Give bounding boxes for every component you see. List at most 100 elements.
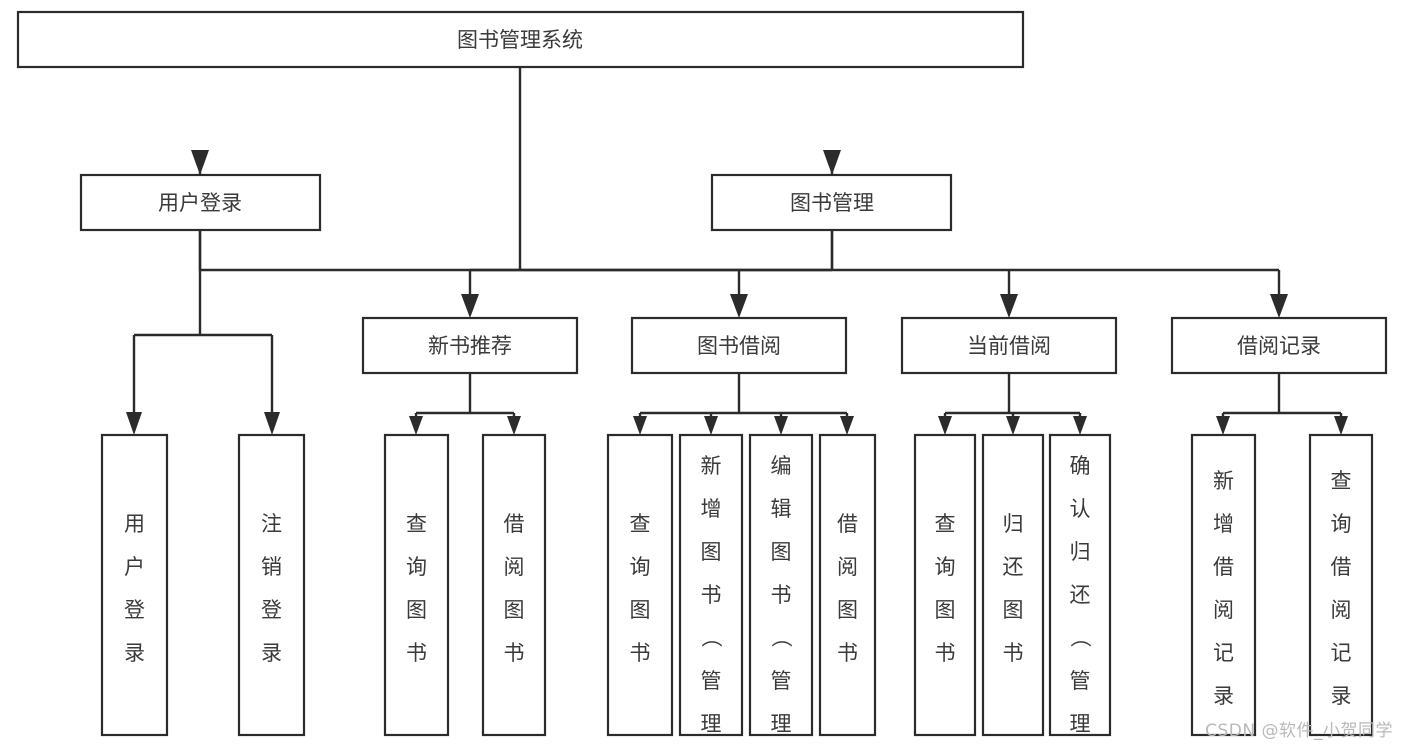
svg-text:归: 归 xyxy=(1070,540,1091,564)
svg-text:借: 借 xyxy=(504,512,525,536)
svg-text:图: 图 xyxy=(630,598,651,622)
svg-text:编: 编 xyxy=(771,454,792,478)
svg-text:理: 理 xyxy=(771,712,792,736)
node-new-book-recommend-label: 新书推荐 xyxy=(428,334,512,358)
node-book-management-label: 图书管理 xyxy=(790,191,874,215)
connector-records-children xyxy=(1216,373,1348,435)
svg-text:还: 还 xyxy=(1070,583,1091,607)
svg-text:借: 借 xyxy=(837,512,858,536)
svg-text:书: 书 xyxy=(837,641,858,665)
connector-bookmgmt-children xyxy=(461,230,1288,318)
svg-text:增: 增 xyxy=(701,497,722,521)
connector-borrow-children xyxy=(633,373,854,435)
svg-text:新: 新 xyxy=(701,454,722,478)
svg-text:图: 图 xyxy=(771,540,792,564)
svg-text:录: 录 xyxy=(124,641,145,665)
svg-text:（: （ xyxy=(1068,627,1092,648)
svg-text:新: 新 xyxy=(1213,469,1234,493)
node-leaf-query-borrow-record[interactable] xyxy=(1308,433,1374,737)
svg-text:录: 录 xyxy=(1331,684,1352,708)
node-borrow-records[interactable]: 借阅记录 xyxy=(1170,316,1388,375)
svg-text:阅: 阅 xyxy=(837,555,858,579)
svg-text:书: 书 xyxy=(630,641,651,665)
svg-text:归: 归 xyxy=(1003,512,1024,536)
node-root[interactable]: 图书管理系统 xyxy=(16,10,1025,69)
node-new-book-recommend[interactable]: 新书推荐 xyxy=(361,316,579,375)
svg-text:书: 书 xyxy=(771,583,792,607)
svg-text:销: 销 xyxy=(261,555,282,579)
svg-text:认: 认 xyxy=(1070,497,1091,521)
svg-text:户: 户 xyxy=(124,555,145,579)
svg-text:阅: 阅 xyxy=(1213,598,1234,622)
svg-text:阅: 阅 xyxy=(1331,598,1352,622)
svg-text:管: 管 xyxy=(771,669,792,693)
svg-text:询: 询 xyxy=(630,555,651,579)
svg-text:图: 图 xyxy=(406,598,427,622)
svg-text:录: 录 xyxy=(261,641,282,665)
node-leaf-query-book-3[interactable] xyxy=(913,433,977,737)
connector-current-children xyxy=(938,373,1087,435)
svg-text:图: 图 xyxy=(504,598,525,622)
leaf-label-user-login: 用户登录 xyxy=(124,512,145,665)
svg-text:管: 管 xyxy=(701,669,722,693)
node-leaf-borrow-book-2[interactable] xyxy=(818,433,877,737)
svg-text:理: 理 xyxy=(701,712,722,736)
node-leaf-logout[interactable] xyxy=(237,433,306,737)
svg-text:（: （ xyxy=(769,627,793,648)
node-leaf-return-book[interactable] xyxy=(981,433,1045,737)
svg-text:确: 确 xyxy=(1070,454,1091,478)
svg-text:图: 图 xyxy=(935,598,956,622)
node-current-borrow[interactable]: 当前借阅 xyxy=(900,316,1118,375)
node-leaf-confirm-return-admin[interactable] xyxy=(1048,433,1112,737)
node-leaf-query-book-1[interactable] xyxy=(383,433,450,737)
connector-newbook-children xyxy=(409,373,521,435)
node-current-borrow-label: 当前借阅 xyxy=(967,334,1051,358)
svg-text:管: 管 xyxy=(1070,669,1091,693)
svg-text:书: 书 xyxy=(701,583,722,607)
node-leaf-query-book-2[interactable] xyxy=(606,433,674,737)
node-user-login-label: 用户登录 xyxy=(158,191,242,215)
svg-text:书: 书 xyxy=(935,641,956,665)
svg-text:用: 用 xyxy=(124,512,145,536)
node-leaf-add-borrow-record[interactable] xyxy=(1190,433,1257,737)
svg-text:借: 借 xyxy=(1331,555,1352,579)
svg-text:录: 录 xyxy=(1213,684,1234,708)
svg-text:增: 增 xyxy=(1213,512,1234,536)
svg-text:记: 记 xyxy=(1331,641,1352,665)
svg-text:图: 图 xyxy=(837,598,858,622)
svg-text:借: 借 xyxy=(1213,555,1234,579)
node-book-borrow[interactable]: 图书借阅 xyxy=(630,316,848,375)
svg-text:书: 书 xyxy=(1003,641,1024,665)
node-leaf-edit-book-admin[interactable] xyxy=(748,433,814,737)
svg-text:辑: 辑 xyxy=(771,497,792,521)
node-user-login[interactable]: 用户登录 xyxy=(79,173,322,232)
svg-text:书: 书 xyxy=(504,641,525,665)
node-root-label: 图书管理系统 xyxy=(457,28,583,52)
node-book-management[interactable]: 图书管理 xyxy=(710,173,953,232)
svg-text:记: 记 xyxy=(1213,641,1234,665)
leaf-label-layer: 用户登录注销登录查询图书借阅图书查询图书新增图书（管理员）编辑图书（管理员）借阅… xyxy=(124,454,1352,736)
svg-text:登: 登 xyxy=(261,598,282,622)
node-leaf-borrow-book-1[interactable] xyxy=(481,433,547,737)
node-leaf-add-book-admin[interactable] xyxy=(678,433,744,737)
svg-text:理: 理 xyxy=(1070,712,1091,736)
svg-text:登: 登 xyxy=(124,598,145,622)
svg-text:注: 注 xyxy=(261,512,282,536)
svg-text:阅: 阅 xyxy=(504,555,525,579)
node-leaf-user-login[interactable] xyxy=(100,433,169,737)
svg-text:查: 查 xyxy=(1331,469,1352,493)
svg-text:还: 还 xyxy=(1003,555,1024,579)
